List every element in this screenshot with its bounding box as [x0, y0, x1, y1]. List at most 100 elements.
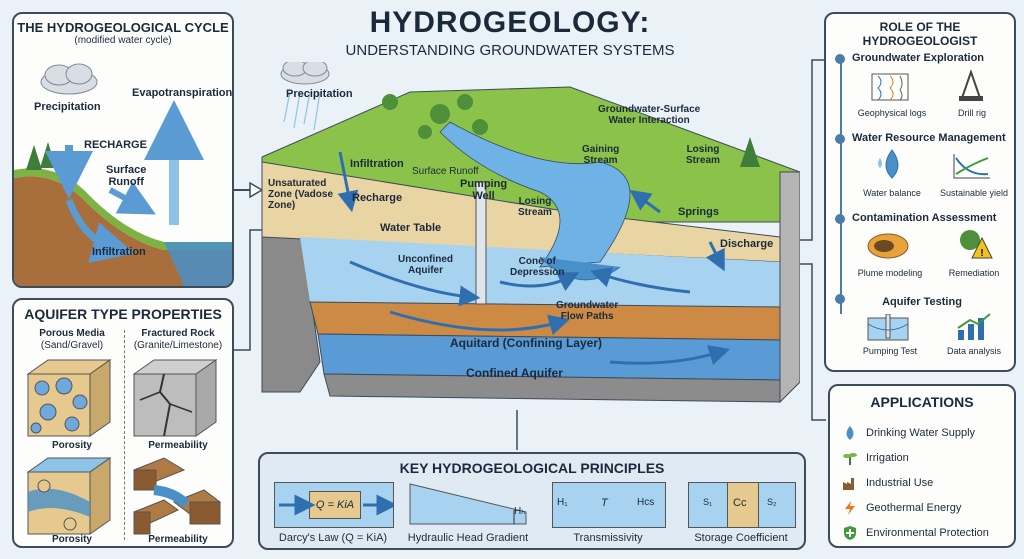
diagram-discharge-label: Discharge [720, 238, 774, 250]
hydrogeological-cycle-panel: THE HYDROGEOLOGICAL CYCLE (modified wate… [12, 12, 234, 288]
diagram-gw-flow-paths-label: Groundwater Flow Paths [556, 300, 619, 322]
storage-center-block [727, 483, 759, 527]
remediation-icon: ! [960, 230, 993, 259]
tree-icon [26, 142, 56, 170]
role-item: Water balance [863, 188, 921, 198]
hydraulic-head-label: Hydraulic Head Gradient [407, 532, 529, 544]
sustainable-yield-icon [953, 154, 990, 179]
storage-card: S₁ Cᴄ S₂ [688, 482, 796, 528]
plume-modeling-icon [867, 233, 909, 259]
data-analysis-icon [957, 313, 991, 340]
role-panel: ROLE OF THE HYDROGEOLOGIST Groundwater E… [824, 12, 1016, 372]
geophysical-logs-icon [871, 73, 909, 101]
role-item: Sustainable yield [939, 188, 1009, 198]
porous-block-1 [26, 359, 112, 437]
porous-media-title: Porous Media [39, 328, 105, 339]
permeability-label-1: Permeability [148, 440, 208, 451]
cycle-precipitation-label: Precipitation [34, 101, 101, 113]
applications-title: APPLICATIONS [870, 394, 974, 410]
shield-icon [844, 525, 856, 540]
fractured-rock-title: Fractured Rock [141, 328, 215, 339]
diagram-water-table-label: Water Table [380, 222, 442, 234]
darcy-law-card: Q = KiA [274, 482, 394, 528]
diagram-confined-aquifer-label: Confined Aquifer [466, 366, 563, 380]
role-timeline [840, 56, 842, 314]
storage-label: Storage Coefficient [694, 532, 788, 544]
cycle-illustration [14, 63, 232, 286]
diagram-losing-stream-right-label: Losing Stream [686, 144, 720, 166]
sprout-icon [843, 452, 857, 465]
role-section-title: Aquifer Testing [882, 296, 962, 308]
right-side-face [779, 171, 800, 404]
role-item: Drill rig [958, 108, 986, 118]
cycle-recharge-label: RECHARGE [84, 139, 147, 151]
fractured-block-2 [132, 457, 222, 535]
transmissivity-label: Transmissivity [573, 532, 643, 544]
role-section-testing: Aquifer Testing Pumping Test Data analys… [826, 292, 1014, 370]
water-drop-icon [846, 425, 854, 440]
principles-panel: KEY HYDROGEOLOGICAL PRINCIPLES Q = KiA D… [258, 452, 806, 550]
diagram-aquitard-label: Aquitard (Confining Layer) [450, 336, 602, 350]
drill-rig-icon [959, 70, 983, 101]
aquifer-type-title: AQUIFER TYPE PROPERTIES [24, 306, 222, 322]
cycle-subtitle: (modified water cycle) [74, 35, 172, 46]
role-item: Plume modeling [857, 268, 923, 278]
role-title: ROLE OF THE HYDROGEOLOGIST [862, 20, 978, 48]
role-section-title: Groundwater Exploration [852, 52, 985, 64]
cloud-icon [40, 63, 98, 95]
trans-h1: H₁ [557, 497, 568, 508]
timeline-dot [835, 294, 845, 304]
diagram-unconfined-aquifer-label: Unconfined Aquifer [398, 254, 453, 276]
groundwater-block-diagram [261, 62, 800, 404]
role-item: Data analysis [946, 346, 1002, 356]
head-symbol: Hₕ [514, 506, 526, 517]
trans-t: T [601, 497, 608, 509]
role-item: Remediation [948, 268, 1000, 278]
application-item: Industrial Use [842, 470, 1014, 495]
river [439, 121, 631, 268]
lightning-icon [845, 500, 855, 515]
darcy-law-label: Darcy's Law (Q = KiA) [278, 532, 388, 544]
role-item: Geophysical logs [857, 108, 927, 118]
diagram-infiltration-label: Infiltration [350, 158, 404, 170]
applications-list: Drinking Water Supply Irrigation Industr… [842, 420, 1014, 545]
role-item: Pumping Test [862, 346, 918, 356]
svg-text:!: ! [980, 248, 983, 259]
timeline-dot [835, 214, 845, 224]
porous-block-2 [26, 457, 112, 535]
applications-panel: APPLICATIONS Drinking Water Supply Irrig… [828, 384, 1016, 548]
diagram-gaining-stream-label: Gaining Stream [582, 144, 620, 166]
cycle-title: THE HYDROGEOLOGICAL CYCLE [17, 20, 229, 35]
diagram-recharge-label: Recharge [352, 192, 403, 204]
cloud-icon [280, 62, 330, 85]
aquitard-layer [309, 301, 781, 341]
timeline-dot [835, 134, 845, 144]
diagram-unsaturated-zone-label: Unsaturated Zone (Vadose Zone) [268, 178, 334, 211]
cycle-infiltration-label: Infiltration [92, 246, 146, 258]
diagram-precipitation-label: Precipitation [286, 88, 353, 100]
role-section-management: Water Resource Management Water balance … [826, 132, 1014, 210]
role-section-title: Contamination Assessment [852, 212, 997, 224]
darcy-arrows [279, 494, 393, 516]
aquifer-illustrations [26, 359, 222, 535]
principles-title: KEY HYDROGEOLOGICAL PRINCIPLES [399, 460, 665, 476]
darcy-equation-box: Q = KiA [309, 491, 361, 519]
role-section-contamination: Contamination Assessment ! Plume modelin… [826, 212, 1014, 290]
tree-icon [382, 94, 760, 167]
fractured-rock-sub: (Granite/Limestone) [133, 340, 223, 351]
hydraulic-head-diagram [409, 483, 527, 525]
cycle-evapotranspiration-label: Evapotranspiration [132, 87, 233, 99]
diagram-surface-runoff-label: Surface Runoff [412, 166, 479, 177]
diagram-gw-sw-interaction-label: Groundwater-Surface Water Interaction [598, 104, 701, 126]
diagram-springs-label: Springs [678, 206, 719, 218]
porosity-label-1: Porosity [51, 440, 92, 451]
permeability-label-2: Permeability [148, 534, 208, 545]
page-subtitle: UNDERSTANDING GROUNDWATER SYSTEMS [345, 42, 675, 59]
storage-s1: S₁ [703, 497, 713, 507]
diagram-pumping-well-label: Pumping Well [460, 178, 508, 202]
storage-cc: Cᴄ [733, 497, 747, 509]
aquifer-divider [124, 330, 125, 540]
porosity-label-2: Porosity [51, 534, 92, 545]
diagram-cone-of-depression-label: Cone of Depression [510, 256, 565, 278]
pumping-test-icon [867, 314, 909, 341]
